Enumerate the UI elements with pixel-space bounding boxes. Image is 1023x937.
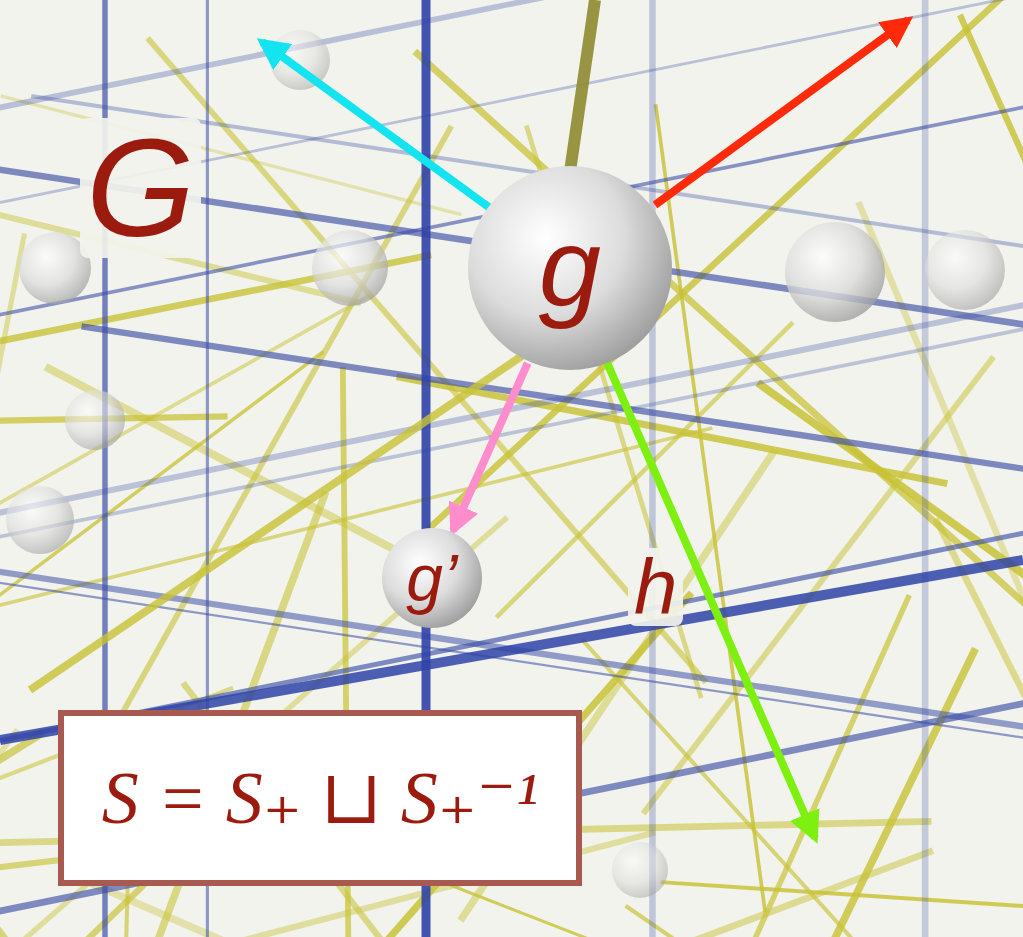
element-label: g xyxy=(539,212,601,324)
group-name: G xyxy=(80,118,201,258)
lattice-line xyxy=(81,879,889,937)
lattice-line xyxy=(114,886,127,937)
lattice-line xyxy=(936,519,1023,937)
lattice-line xyxy=(0,496,1023,854)
formula-text: S = S₊ ⊔ S₊⁻¹ xyxy=(102,761,538,835)
element-label: g’ xyxy=(406,545,457,611)
group-element-sphere: g xyxy=(468,166,672,370)
lattice-line xyxy=(582,639,955,937)
lattice-line xyxy=(20,593,692,937)
generator-arrow xyxy=(453,363,528,530)
lattice-line xyxy=(30,330,560,690)
generator-label: h xyxy=(628,548,683,626)
lattice-spheres xyxy=(6,30,1005,898)
lattice-line xyxy=(0,13,1023,371)
group-element-sphere: g’ xyxy=(382,528,482,628)
lattice-line xyxy=(626,906,1023,937)
lattice-line xyxy=(922,0,929,937)
formula-box: S = S₊ ⊔ S₊⁻¹ xyxy=(58,710,582,886)
